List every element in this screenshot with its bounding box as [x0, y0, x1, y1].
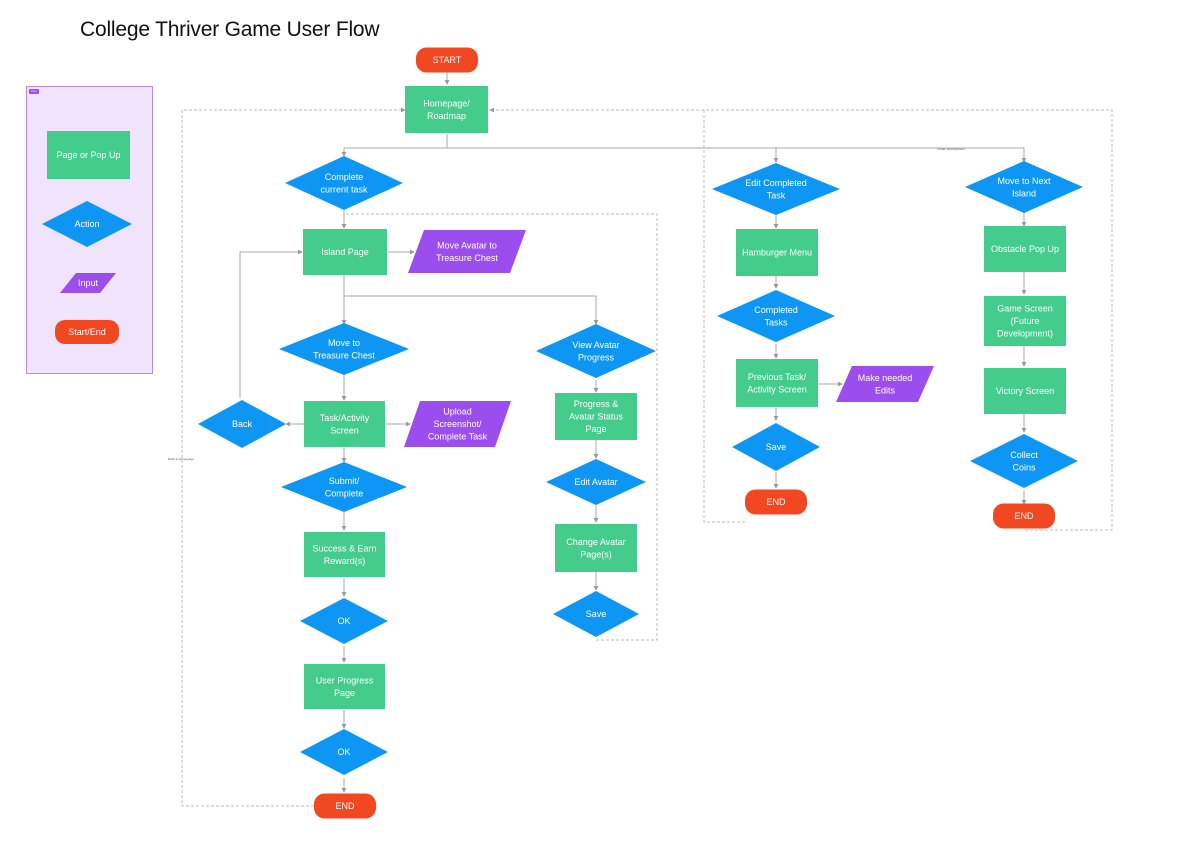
edit-avatar-action-label: Edit Avatar — [574, 477, 617, 487]
page-title: College Thriver Game User Flow — [80, 18, 380, 41]
island-page-node[interactable]: Island Page — [303, 229, 387, 275]
legend-page-shape-label: Page or Pop Up — [56, 150, 120, 160]
hamburger-node[interactable]: Hamburger Menu — [736, 229, 818, 276]
submit-action[interactable]: Submit/Complete — [281, 462, 407, 512]
connector-line — [776, 147, 1027, 163]
save-action-1[interactable]: Save — [553, 591, 639, 637]
hamburger-node-label: Hamburger Menu — [742, 248, 812, 258]
end-terminal-2-label: END — [766, 497, 786, 507]
back-to-homepage-note: Back to Homepage — [168, 457, 194, 461]
legend-terminal-shape-label: Start/End — [68, 327, 106, 337]
homepage-node-label: Homepage/Roadmap — [423, 98, 470, 121]
connector-line — [181, 107, 406, 807]
connector-line — [447, 147, 779, 163]
ok-action-1-label: OK — [337, 616, 350, 626]
connectors — [181, 72, 1113, 807]
victory-node-label: Victory Screen — [996, 386, 1054, 396]
obstacle-node[interactable]: Obstacle Pop Up — [984, 226, 1066, 272]
submit-action-label: Submit/Complete — [325, 476, 364, 499]
end-terminal-3[interactable]: END — [993, 503, 1055, 529]
legend-action-shape-label: Action — [74, 219, 99, 229]
connector-line — [239, 249, 303, 398]
ok-action-2[interactable]: OK — [300, 729, 388, 775]
connector-line — [346, 213, 658, 641]
connector-line — [341, 134, 448, 157]
save-action-1-label: Save — [586, 609, 607, 619]
victory-node[interactable]: Victory Screen — [984, 368, 1066, 414]
ok-action-1[interactable]: OK — [300, 598, 388, 644]
end-terminal-3-label: END — [1014, 511, 1034, 521]
save-action-2[interactable]: Save — [732, 423, 820, 471]
back-action-label: Back — [232, 419, 253, 429]
end-terminal-2[interactable]: END — [745, 489, 807, 515]
previous-task-node[interactable]: Previous Task/Activity Screen — [736, 359, 818, 407]
future-development-note: Future Development — [937, 147, 964, 151]
back-action[interactable]: Back — [198, 400, 286, 448]
legend-terminal-shape[interactable]: Start/End — [55, 320, 119, 344]
connector-line — [344, 295, 599, 325]
start-terminal[interactable]: START — [416, 47, 478, 73]
legend-input-shape-label: Input — [78, 278, 99, 288]
legend-action-shape[interactable]: Action — [42, 201, 132, 247]
connector-line — [489, 107, 1113, 531]
end-terminal-1[interactable]: END — [314, 793, 376, 819]
previous-task-node-label: Previous Task/Activity Screen — [747, 372, 807, 395]
legend-tag: Key — [29, 89, 39, 94]
ok-action-2-label: OK — [337, 747, 350, 757]
start-terminal-label: START — [433, 55, 462, 65]
end-terminal-1-label: END — [335, 801, 355, 811]
obstacle-node-label: Obstacle Pop Up — [991, 244, 1059, 254]
island-page-node-label: Island Page — [321, 247, 369, 257]
legend-page-shape[interactable]: Page or Pop Up — [47, 131, 130, 179]
legend-input-shape[interactable]: Input — [60, 273, 116, 293]
connector-line — [703, 110, 745, 523]
save-action-2-label: Save — [766, 442, 787, 452]
homepage-node[interactable]: Homepage/Roadmap — [405, 86, 488, 133]
edit-avatar-action[interactable]: Edit Avatar — [546, 459, 646, 505]
